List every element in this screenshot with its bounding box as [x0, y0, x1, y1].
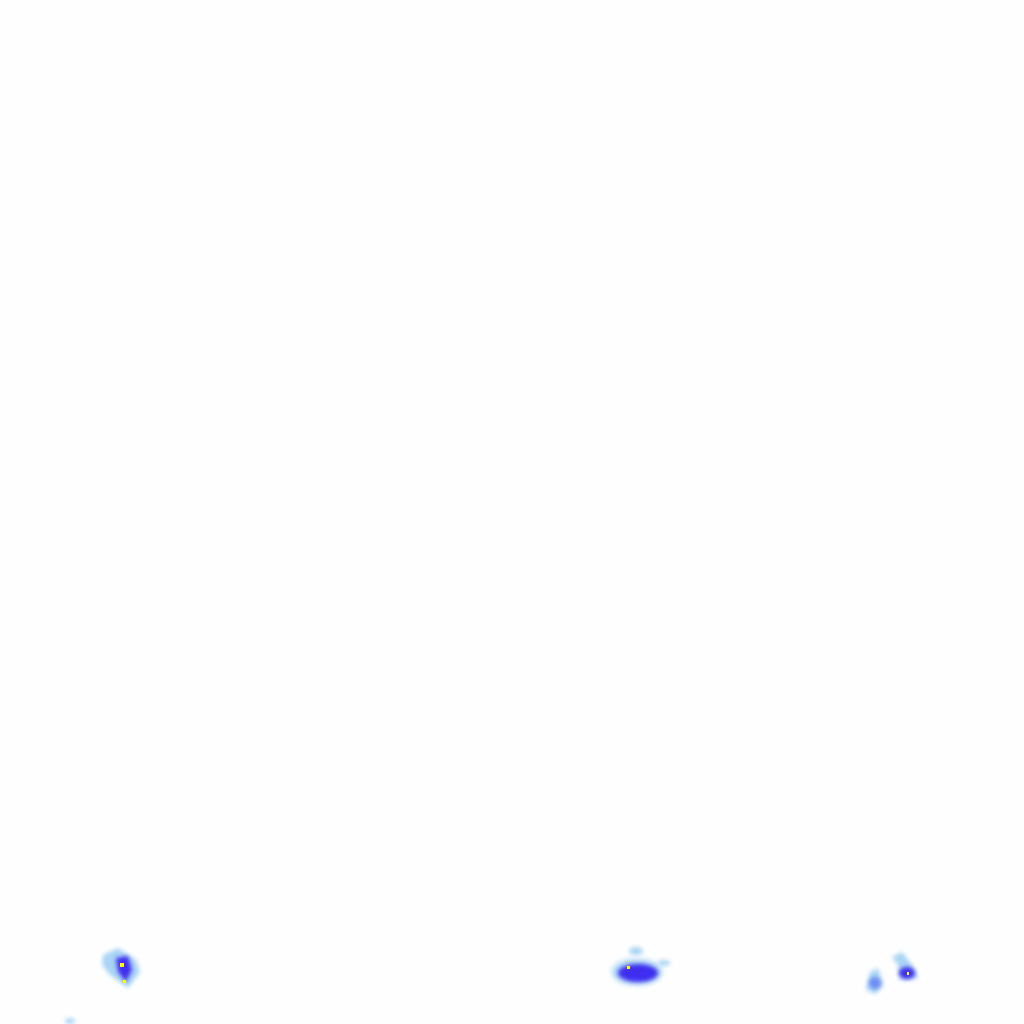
precip-cell-west [65, 948, 140, 1024]
precip-cell-east [866, 952, 918, 994]
precip-cell-center [612, 947, 670, 985]
